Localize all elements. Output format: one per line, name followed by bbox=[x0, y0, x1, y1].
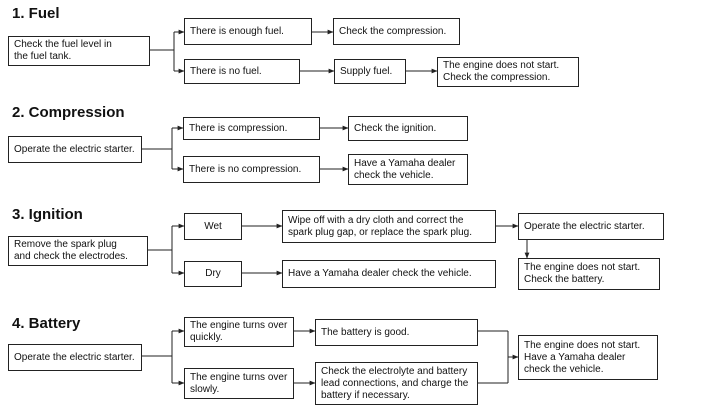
fuel-no-start-box: The engine does not start. Check the com… bbox=[437, 57, 579, 87]
ignition-dealer-box: Have a Yamaha dealer check the vehicle. bbox=[282, 260, 496, 288]
ignition-remove-plug-box: Remove the spark plug and check the elec… bbox=[8, 236, 148, 266]
section-title-ignition: 3. Ignition bbox=[12, 206, 83, 223]
fuel-check-level-box: Check the fuel level in the fuel tank. bbox=[8, 36, 150, 66]
compression-dealer-box: Have a Yamaha dealer check the vehicle. bbox=[348, 154, 468, 185]
fuel-enough-box: There is enough fuel. bbox=[184, 18, 312, 45]
battery-no-start-dealer-box: The engine does not start. Have a Yamaha… bbox=[518, 335, 658, 380]
compression-no-box: There is no compression. bbox=[183, 156, 320, 183]
section-title-battery: 4. Battery bbox=[12, 315, 81, 332]
battery-good-box: The battery is good. bbox=[315, 319, 478, 346]
fuel-check-compression-box: Check the compression. bbox=[333, 18, 460, 45]
compression-operate-starter-box: Operate the electric starter. bbox=[8, 136, 142, 163]
battery-check-electrolyte-box: Check the electrolyte and battery lead c… bbox=[315, 362, 478, 405]
battery-turns-slowly-box: The engine turns over slowly. bbox=[184, 368, 294, 399]
fuel-supply-box: Supply fuel. bbox=[334, 59, 406, 84]
compression-check-ignition-box: Check the ignition. bbox=[348, 116, 468, 141]
ignition-wet-box: Wet bbox=[184, 213, 242, 240]
fuel-none-box: There is no fuel. bbox=[184, 59, 300, 84]
battery-turns-quickly-box: The engine turns over quickly. bbox=[184, 317, 294, 347]
battery-operate-starter-box: Operate the electric starter. bbox=[8, 344, 142, 371]
compression-yes-box: There is compression. bbox=[183, 117, 320, 140]
ignition-dry-box: Dry bbox=[184, 261, 242, 287]
ignition-no-start-box: The engine does not start. Check the bat… bbox=[518, 258, 660, 290]
ignition-operate-starter-box: Operate the electric starter. bbox=[518, 213, 664, 240]
section-title-compression: 2. Compression bbox=[12, 104, 125, 121]
ignition-wipe-box: Wipe off with a dry cloth and correct th… bbox=[282, 210, 496, 243]
section-title-fuel: 1. Fuel bbox=[12, 5, 60, 22]
